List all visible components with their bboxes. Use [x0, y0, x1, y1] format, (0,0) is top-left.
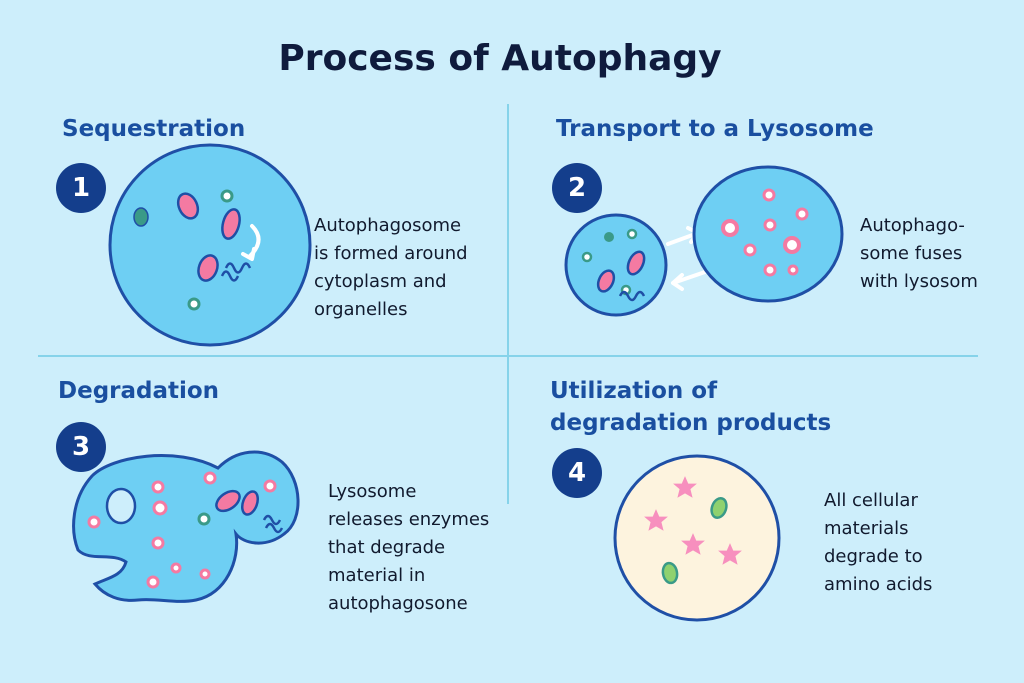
step-3-autolysosome-icon: [72, 450, 300, 603]
vertical-divider: [507, 104, 509, 504]
step-2-heading: Transport to a Lysosome: [556, 116, 874, 142]
page-title: Process of Autophagy: [278, 38, 722, 79]
step-3-badge: 3: [56, 422, 106, 472]
step-1-autophagosome-icon: [108, 143, 312, 347]
step-3-description: Lysosome releases enzymes that degrade m…: [328, 481, 490, 614]
step-4-heading: Utilization of degradation products: [550, 378, 832, 436]
step-4-amino-acid-cell-icon: [613, 454, 781, 622]
step-4-description: All cellular materials degrade to amino …: [824, 490, 933, 595]
step-1-heading: Sequestration: [62, 116, 246, 142]
step-2-lysosome-icon: [692, 165, 844, 303]
horizontal-divider: [38, 355, 978, 357]
step-4-badge: 4: [552, 448, 602, 498]
step-2-badge: 2: [552, 163, 602, 213]
step-1-description: Autophagosome is formed around cytoplasm…: [314, 215, 468, 320]
step-1-badge: 1: [56, 163, 106, 213]
step-2-autophagosome-icon: [564, 213, 668, 317]
step-3-heading: Degradation: [58, 378, 220, 404]
step-2-description: Autophago- some fuses with lysosom: [860, 215, 978, 292]
